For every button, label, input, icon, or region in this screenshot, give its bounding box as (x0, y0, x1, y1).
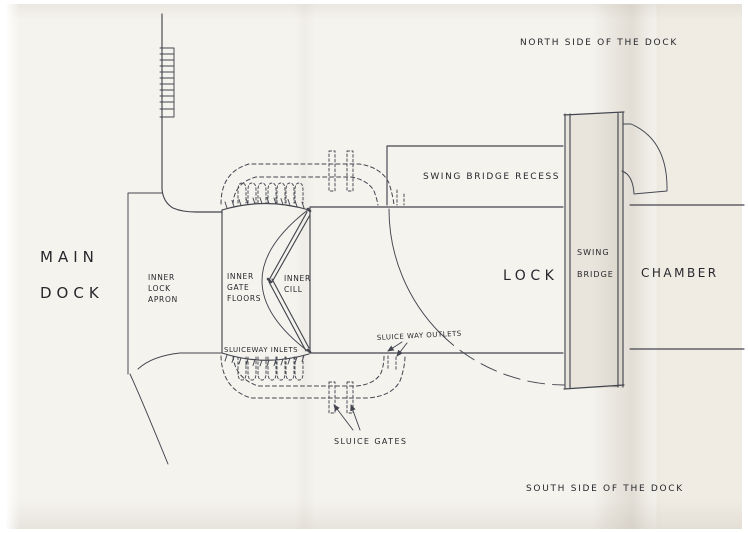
inner-cill-arc (261, 208, 310, 353)
south-inlet-ports (237, 356, 304, 381)
scanned-paper-background (6, 4, 742, 529)
label-chamber: CHAMBER (641, 266, 719, 280)
gate-leaves (268, 211, 311, 352)
label-sluice-gates: SLUICE GATES (334, 437, 407, 446)
swing-bridge-recess-outline (386, 145, 564, 206)
label-inner-gate-floors-line1: INNER (227, 272, 254, 281)
north-sluice-gate-symbol (328, 150, 336, 192)
sluice-gates-arrow (350, 404, 361, 431)
south-sluice-gate-symbol (328, 381, 336, 414)
label-south-side: SOUTH SIDE OF THE DOCK (526, 484, 684, 494)
label-swing-bridge-recess: SWING BRIDGE RECESS (423, 172, 560, 182)
north-sluice-gate-symbol (346, 150, 354, 192)
label-lock: LOCK (503, 268, 558, 284)
label-swing-bridge-line1: SWING (577, 248, 610, 257)
lock-chamber-walls (309, 145, 745, 354)
bridge-swing-path-arc (388, 208, 565, 386)
mitre-point (266, 277, 273, 284)
north-outlet-ports (396, 189, 405, 206)
south-sluiceway-culvert (220, 355, 406, 414)
gate-hinges (306, 207, 312, 354)
label-inner-gate-floors-line3: FLOORS (227, 294, 261, 303)
swing-bridge-structure (563, 111, 668, 390)
north-inlet-ports (237, 182, 304, 204)
south-outlet-ports (387, 355, 397, 371)
south-sluice-gate-symbol (346, 381, 354, 414)
label-north-side: NORTH SIDE OF THE DOCK (520, 38, 678, 48)
label-inner-lock-apron-line1: INNER (148, 273, 175, 282)
outlets-arrow (396, 342, 408, 357)
sluice-gates-arrow (333, 404, 354, 431)
quay-ladder (159, 47, 175, 118)
label-inner-gate-floors-line2: GATE (227, 283, 249, 292)
bridge-open-position-arc (621, 123, 668, 195)
label-inner-cill-line2: CILL (284, 285, 303, 294)
label-sluiceway-inlets: SLUICEWAY INLETS (224, 346, 298, 354)
label-sluice-way-outlets: SLUICE WAY OUTLETS (377, 330, 462, 342)
label-main-dock-line2: DOCK (40, 284, 104, 302)
label-main-dock-line1: MAIN (40, 248, 99, 266)
north-sluiceway-culvert (220, 150, 405, 206)
outlets-arrow (387, 341, 403, 352)
label-inner-lock-apron-line3: APRON (148, 295, 178, 304)
label-inner-lock-apron-line2: LOCK (148, 284, 171, 293)
main-dock-quay-walls (127, 13, 223, 465)
label-inner-cill-line1: INNER (284, 274, 311, 283)
mitre-gates-and-cill (261, 207, 312, 354)
annotation-arrows (333, 341, 408, 431)
swing-bridge-deck (566, 114, 623, 388)
label-swing-bridge-line2: BRIDGE (577, 270, 614, 279)
